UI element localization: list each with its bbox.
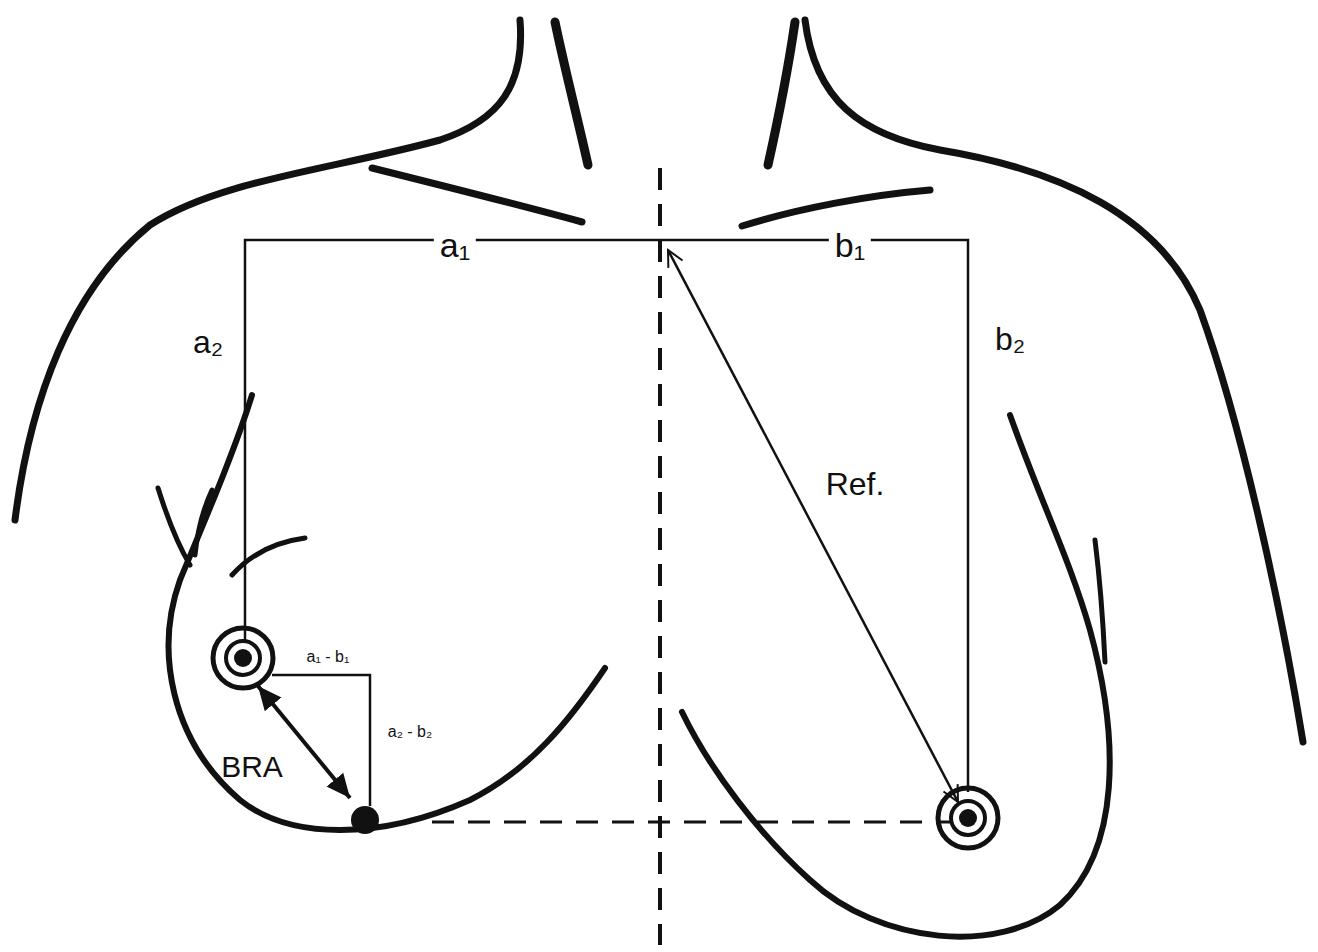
neck-stroke <box>555 22 588 165</box>
right-nipple <box>959 809 977 827</box>
difference-lines <box>272 675 370 806</box>
midline <box>658 168 662 945</box>
right-shoulder <box>805 20 1303 742</box>
distance-label: a₂ <box>193 325 223 360</box>
bra-label: BRA <box>221 750 283 783</box>
right-areola <box>938 788 998 848</box>
neck-stroke <box>768 22 795 165</box>
left-shoulder <box>15 20 521 520</box>
right-areola-inner <box>951 801 985 835</box>
right-clavicle <box>742 190 930 226</box>
reference-label: Ref. <box>826 467 885 502</box>
difference-label: a₁ - b₁ <box>307 648 350 666</box>
left-breast-outline <box>169 395 605 830</box>
right-breast-outline <box>682 415 1110 937</box>
distance-label: b₁ <box>829 227 871 264</box>
right-axilla-mark <box>1095 540 1105 662</box>
distance-label: a₁ <box>434 227 476 264</box>
level-line <box>432 821 952 824</box>
difference-label: a₂ - b₂ <box>388 723 432 741</box>
left-axilla-mark <box>158 488 212 565</box>
left-areola <box>213 628 273 688</box>
distance-lines <box>245 240 968 792</box>
measurement-lines <box>245 240 968 806</box>
left-nipple <box>234 649 252 667</box>
projected-point <box>351 806 379 834</box>
left-clavicle <box>372 168 582 222</box>
distance-label: b₂ <box>995 322 1025 357</box>
left-areola-inner <box>226 641 260 675</box>
reference-arrow <box>668 250 958 802</box>
left-breast-crease <box>232 538 305 575</box>
